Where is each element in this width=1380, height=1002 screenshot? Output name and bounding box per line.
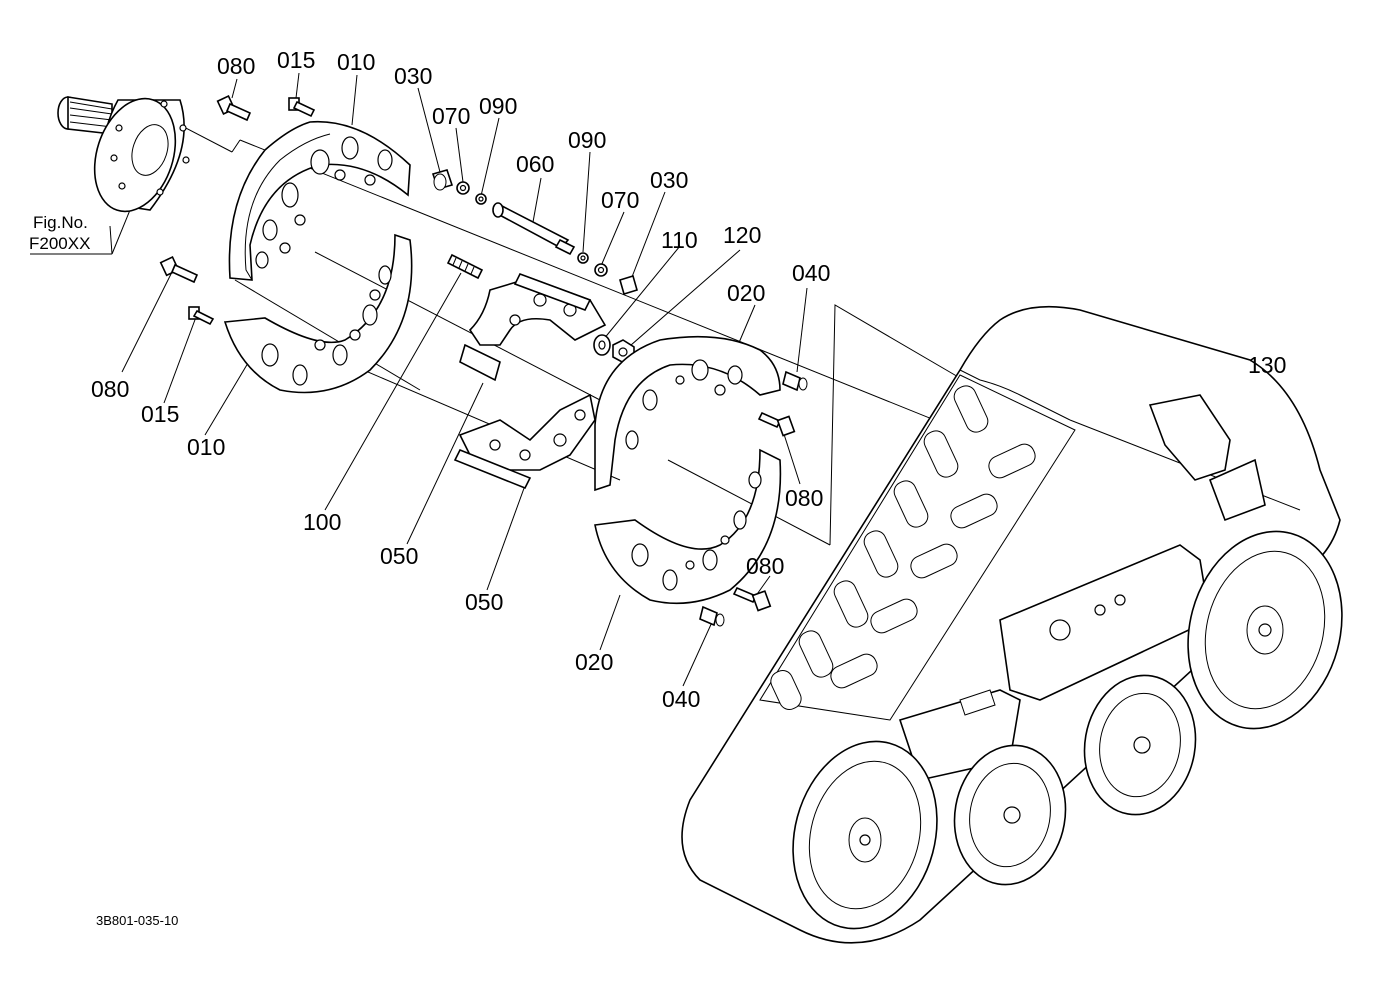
figure-reference-line1: Fig.No. xyxy=(33,213,88,232)
callout-110: 110 xyxy=(661,227,698,253)
sprocket-050-lower xyxy=(453,393,596,490)
callout-010-top: 010 xyxy=(337,49,375,75)
callout-labels: 080 015 010 030 070 090 060 090 070 030 … xyxy=(29,47,1286,928)
callout-030-mid: 030 xyxy=(650,167,688,193)
track-assembly-130 xyxy=(681,305,1343,944)
figure-reference-line2: F200XX xyxy=(29,234,90,253)
axle-hub xyxy=(57,96,190,213)
sprocket-050-upper xyxy=(459,273,607,382)
callout-120: 120 xyxy=(723,222,761,248)
callout-070-top: 070 xyxy=(432,103,470,129)
plate-010-lower xyxy=(223,233,413,394)
callout-130: 130 xyxy=(1248,352,1286,378)
callout-015-top: 015 xyxy=(277,47,315,73)
callout-100: 100 xyxy=(303,509,341,535)
callout-090-top: 090 xyxy=(479,93,517,119)
tread-lugs xyxy=(770,385,1036,710)
callout-015-left: 015 xyxy=(141,401,179,427)
callout-050-b: 050 xyxy=(465,589,503,615)
callout-050-a: 050 xyxy=(380,543,418,569)
callout-010-left: 010 xyxy=(187,434,225,460)
callout-020-top: 020 xyxy=(727,280,765,306)
callout-030-top: 030 xyxy=(394,63,432,89)
callout-080-top: 080 xyxy=(217,53,255,79)
callout-090-mid: 090 xyxy=(568,127,606,153)
callout-080-bottom: 080 xyxy=(746,553,784,579)
callout-040-bottom: 040 xyxy=(662,686,700,712)
plate-020-upper xyxy=(594,335,781,492)
plate-020-lower xyxy=(594,448,782,605)
plate-010-upper xyxy=(228,120,411,281)
drawing-code: 3B801-035-10 xyxy=(96,913,178,928)
callout-070-mid: 070 xyxy=(601,187,639,213)
callout-080-right: 080 xyxy=(785,485,823,511)
callout-080-left: 080 xyxy=(91,376,129,402)
callout-040-top: 040 xyxy=(792,260,830,286)
callout-020-bottom: 020 xyxy=(575,649,613,675)
callout-060: 060 xyxy=(516,151,554,177)
